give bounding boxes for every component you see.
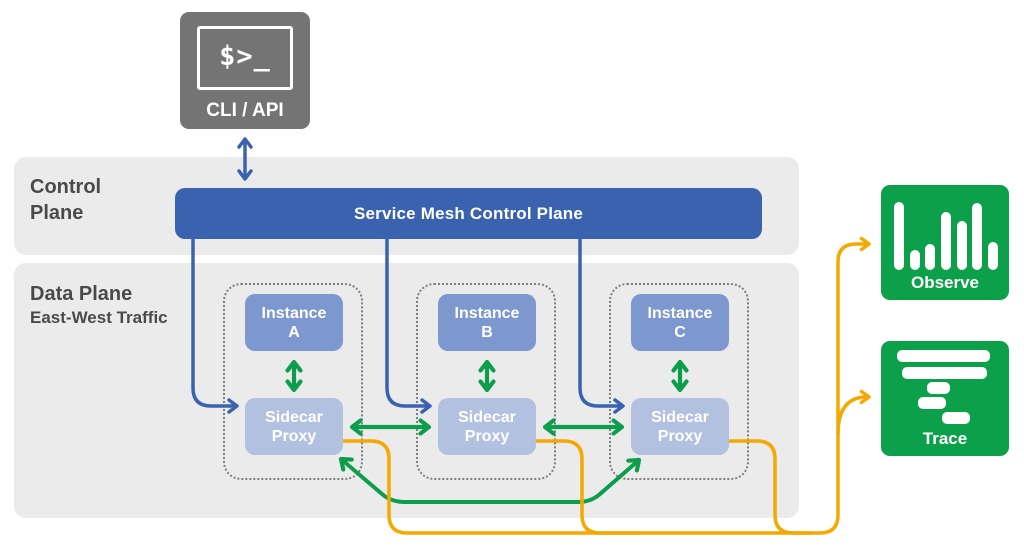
observe-label: Observe — [910, 273, 980, 292]
sidecar-proxy-b-box: Sidecar Proxy — [438, 398, 536, 455]
east-west-traffic-label: East-West Traffic — [30, 308, 168, 327]
arrow-telemetry-to-trace — [836, 389, 871, 435]
service-mesh-control-plane-label: Service Mesh Control Plane — [353, 203, 584, 223]
cli-api-box: $>_ CLI / API — [180, 12, 310, 129]
control-plane-band-label: Control Plane — [30, 174, 101, 226]
sidecar-proxy-a-label-line2: Proxy — [271, 427, 317, 445]
sidecar-proxy-a-label-line1: Sidecar — [265, 408, 323, 426]
instance-b-box: Instance B — [438, 294, 536, 351]
control-plane-label-line1: Control — [30, 176, 102, 198]
instance-b-label-line2: B — [481, 323, 493, 341]
instance-a-label-line2: A — [288, 323, 300, 341]
sidecar-proxy-a-box: Sidecar Proxy — [245, 398, 343, 455]
instance-c-label-line1: Instance — [647, 304, 713, 322]
instance-b-label-line1: Instance — [454, 304, 520, 322]
service-mesh-control-plane-bar: Service Mesh Control Plane — [175, 188, 762, 239]
terminal-prompt-glyph: $>_ — [219, 40, 271, 72]
sidecar-proxy-c-label-line1: Sidecar — [651, 408, 709, 426]
observe-box: Observe — [881, 185, 1009, 300]
sidecar-proxy-c-label-line2: Proxy — [657, 427, 703, 445]
sidecar-proxy-b-label-line2: Proxy — [464, 427, 510, 445]
control-plane-label-line2: Plane — [30, 202, 84, 224]
instance-c-box: Instance C — [631, 294, 729, 351]
trace-label: Trace — [922, 429, 968, 448]
terminal-icon: $>_ — [197, 26, 293, 90]
sidecar-proxy-b-label-line1: Sidecar — [458, 408, 516, 426]
cli-api-label: CLI / API — [206, 100, 284, 121]
data-plane-band-label: Data Plane East-West Traffic — [30, 281, 168, 329]
instance-a-box: Instance A — [245, 294, 343, 351]
data-plane-label: Data Plane — [30, 283, 133, 305]
sidecar-proxy-c-box: Sidecar Proxy — [631, 398, 729, 455]
instance-a-label-line1: Instance — [261, 304, 327, 322]
instance-c-label-line2: C — [674, 323, 686, 341]
bar-chart-icon — [894, 200, 998, 270]
trace-box: Trace — [881, 341, 1009, 456]
